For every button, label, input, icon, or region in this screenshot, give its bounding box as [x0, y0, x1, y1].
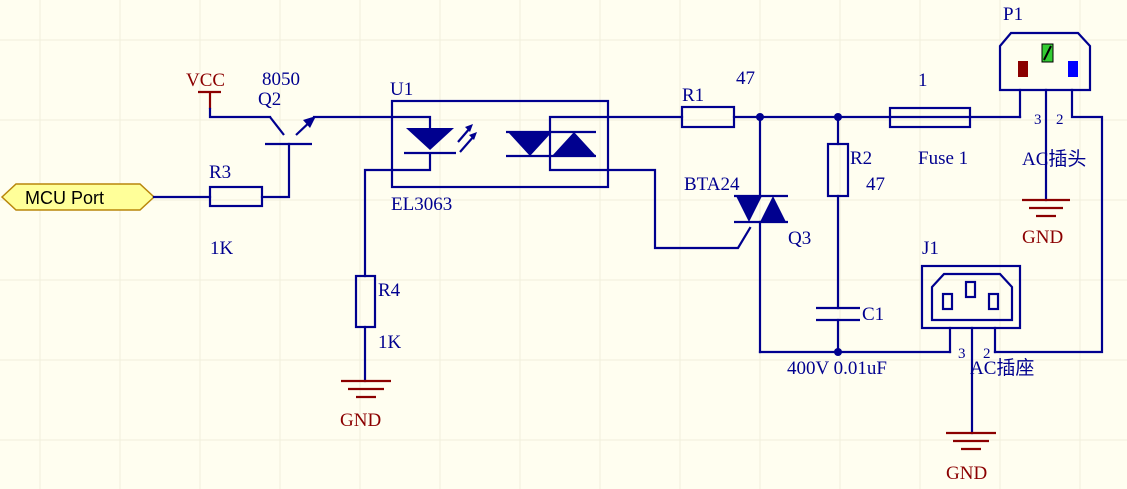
r1-value: 47 — [736, 68, 755, 89]
q3-triangle-down — [736, 196, 762, 222]
wire-u1-r4 — [363, 168, 394, 278]
resistor-r1[interactable]: R1 47 — [680, 68, 755, 129]
r4-value: 1K — [378, 332, 402, 353]
j1-face — [930, 272, 1014, 322]
u1-output-frame — [548, 115, 608, 172]
q3-triangle-up — [760, 196, 786, 222]
resistor-r4[interactable]: R4 1K — [354, 274, 402, 353]
c1-value: 400V 0.01uF — [787, 358, 887, 379]
vcc-power-symbol: VCC — [186, 70, 225, 109]
p1-pin2-wire — [993, 88, 1104, 354]
resistor-r2[interactable]: R2 47 — [826, 115, 885, 198]
j1-pin-left — [941, 292, 954, 311]
p1-pin2-label: 2 — [1056, 112, 1064, 128]
u1-light-arrow-2 — [459, 135, 475, 153]
gnd-j1-label: GND — [946, 463, 987, 484]
p1-earth-stripe — [1043, 45, 1052, 61]
c1-ref: C1 — [862, 304, 884, 325]
gnd-symbol-r4: GND — [340, 379, 391, 431]
p1-body — [998, 31, 1092, 92]
q2-collector-wire — [208, 107, 272, 119]
triac-q3[interactable]: BTA24 Q3 — [684, 115, 811, 354]
fuse-value: 1 — [918, 70, 928, 91]
resistor-r3[interactable]: R3 1K — [208, 162, 264, 259]
gnd-p1-label: GND — [1022, 227, 1063, 248]
j1-pin-earth — [964, 280, 977, 299]
j1-pin-right — [987, 292, 1000, 311]
wire-r3-q2-base — [260, 142, 291, 199]
r1-ref: R1 — [682, 85, 704, 106]
r3-ref: R3 — [209, 162, 231, 183]
capacitor-c1[interactable]: C1 400V 0.01uF — [787, 304, 887, 379]
u1-ref: U1 — [390, 79, 413, 100]
u1-light-arrow-1 — [457, 127, 471, 143]
u1-triac-up — [552, 132, 596, 156]
r4-body — [354, 274, 377, 329]
u1-part: EL3063 — [391, 194, 452, 215]
u1-light-arrowhead-1 — [465, 124, 473, 132]
q3-ref: Q3 — [788, 228, 811, 249]
transistor-q2[interactable]: 8050 Q2 — [208, 69, 316, 146]
u1-light-arrowhead-2 — [469, 132, 477, 140]
p1-neutral-pin — [1068, 61, 1078, 77]
u1-led-cathode-wire — [392, 153, 432, 172]
p1-name: AC插头 — [1022, 148, 1086, 170]
j1-pin3-label: 3 — [958, 346, 966, 362]
u1-led-triangle — [406, 128, 454, 150]
mcu-port[interactable]: MCU Port — [0, 183, 156, 211]
u1-led-anode-wire — [392, 115, 432, 128]
j1-name: AC插座 — [970, 357, 1034, 379]
u1-triac-down — [508, 132, 552, 156]
ac-plug-p1[interactable]: P1 AC插头 3 2 — [998, 4, 1092, 170]
p1-pin3-label: 3 — [1034, 112, 1042, 128]
q2-ref: Q2 — [258, 89, 281, 110]
r3-value: 1K — [210, 238, 234, 259]
j1-ref: J1 — [922, 238, 939, 259]
r2-value: 47 — [866, 174, 885, 195]
r1-body — [680, 105, 736, 129]
gnd-symbol-p1: GND — [1022, 198, 1070, 248]
j1-pin2-label: 2 — [983, 346, 991, 362]
p1-ref: P1 — [1003, 4, 1023, 25]
gnd-r4-label: GND — [340, 410, 381, 431]
p1-line-pin — [1018, 61, 1028, 77]
optocoupler-u1[interactable]: U1 EL3063 — [390, 79, 610, 215]
r3-body — [208, 185, 264, 208]
r2-body — [826, 142, 850, 198]
q2-collector-leg — [269, 116, 285, 136]
mcu-port-label: MCU Port — [25, 188, 104, 208]
r2-ref: R2 — [850, 148, 872, 169]
junction-c1-bottom — [834, 348, 842, 356]
gnd-symbol-j1: GND — [946, 431, 996, 484]
q3-part: BTA24 — [684, 174, 740, 195]
vcc-label: VCC — [186, 70, 225, 91]
r4-ref: R4 — [378, 280, 401, 301]
q2-emitter-arrow — [303, 116, 316, 128]
wire-u1-q3-gate — [606, 168, 752, 250]
fuse-1[interactable]: 1 Fuse 1 — [888, 70, 972, 169]
q2-part: 8050 — [262, 69, 300, 90]
fuse-label: Fuse 1 — [918, 148, 968, 169]
ac-socket-j1[interactable]: J1 AC插座 3 2 — [920, 238, 1034, 379]
u1-body — [390, 99, 610, 189]
